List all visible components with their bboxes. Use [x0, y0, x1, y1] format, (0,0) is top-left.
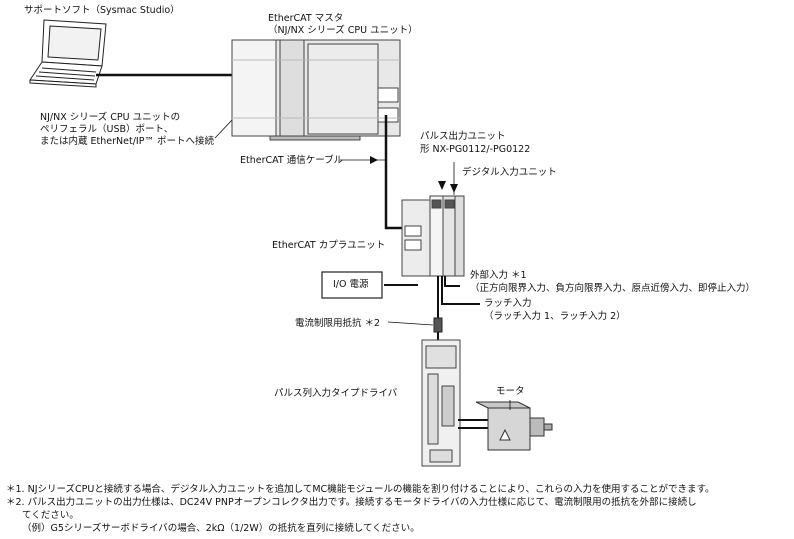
- footnote-2-line-3: （例）G5シリーズサーボドライバの場合、2kΩ（1/2W）の抵抗を直列に接続して…: [22, 523, 420, 534]
- cpu-unit-icon: [231, 39, 401, 141]
- support-soft-label: サポートソフト（Sysmac Studio）: [24, 5, 180, 16]
- pulse-unit-model-label: 形 NX-PG0112/-PG0122: [420, 144, 531, 155]
- coupler-unit-icon: [401, 195, 465, 277]
- footnote-1: ＊1. NJシリーズCPUと接続する場合、デジタル入力ユニットを追加してMC機能…: [6, 484, 715, 495]
- ext-input-label: 外部入力 ＊1: [470, 270, 527, 281]
- coupler-label: EtherCAT カプラユニット: [272, 240, 386, 251]
- resistor-label: 電流制限用抵抗 ＊2: [295, 318, 381, 329]
- motor-icon: [475, 401, 553, 451]
- master-sub-label: （NJ/NX シリーズ CPU ユニット）: [268, 25, 418, 36]
- io-power-box: [321, 271, 383, 299]
- port-label-3: または内蔵 EtherNet/IP™ ポートへ接続: [40, 136, 214, 147]
- master-label: EtherCAT マスタ: [268, 13, 344, 24]
- port-label-1: NJ/NX シリーズ CPU ユニットの: [40, 112, 181, 123]
- footnote-2-line-1: ＊2. パルス出力ユニットの出力仕様は、DC24V PNPオープンコレクタ出力で…: [6, 497, 697, 508]
- motor-label: モータ: [496, 386, 525, 397]
- pulse-unit-label: パルス出力ユニット: [420, 131, 506, 142]
- digital-input-label: デジタル入力ユニット: [462, 167, 557, 178]
- ethercat-cable: [384, 115, 405, 230]
- ext-input-detail: （正方向限界入力、負方向限界入力、原点近傍入力、即停止入力）: [470, 283, 756, 294]
- latch-label: ラッチ入力: [484, 298, 532, 309]
- driver-icon: [421, 339, 461, 467]
- footnote-2-line-2: てください。: [22, 510, 79, 521]
- port-label-2: ペリフェラル（USB）ポート、: [40, 124, 174, 135]
- latch-detail: （ラッチ入力 1、ラッチ入力 2）: [484, 311, 626, 322]
- cable-label: EtherCAT 通信ケーブル: [240, 155, 344, 166]
- resistor-icon: [433, 317, 443, 333]
- driver-label: パルス列入力タイプドライバ: [274, 388, 398, 399]
- io-power-label: I/O 電源: [333, 279, 369, 290]
- laptop-icon: [29, 19, 107, 88]
